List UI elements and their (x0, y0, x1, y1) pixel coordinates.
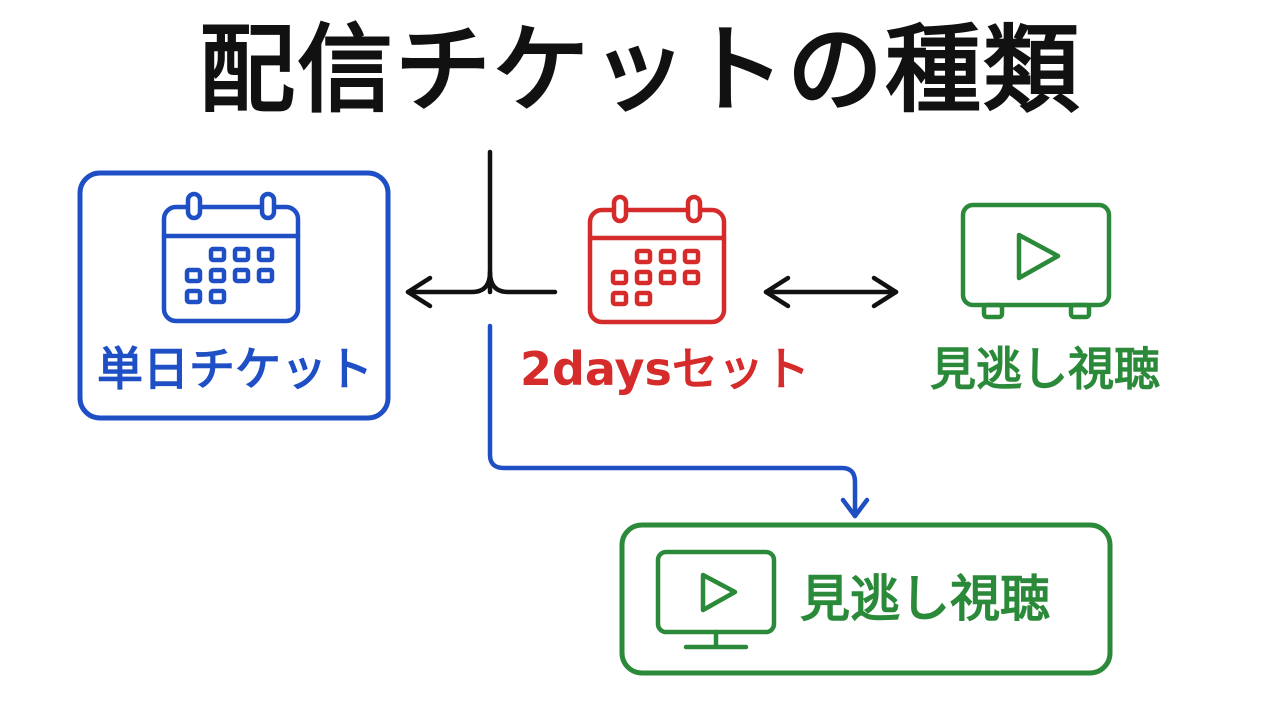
missed-monitor-play-icon (655, 549, 777, 650)
diagram-title: 配信チケットの種類 (199, 14, 1081, 126)
missed-viewing-label-top: 見逃し視聴 (930, 342, 1160, 396)
missed-viewing-box (619, 522, 1113, 676)
single-ticket-box (77, 170, 391, 421)
missed-viewing-label-bottom: 見逃し視聴 (800, 570, 1050, 628)
single-ticket-label: 単日チケット (97, 342, 373, 396)
twodays-set-label: 2daysセット (520, 342, 810, 396)
title-branch-connector (405, 149, 558, 309)
double-arrow (763, 275, 899, 309)
twodays-calendar-icon (587, 194, 727, 325)
blue-down-connector (487, 323, 870, 519)
single-calendar-icon (161, 191, 301, 324)
missed-tv-play-icon (960, 202, 1112, 320)
